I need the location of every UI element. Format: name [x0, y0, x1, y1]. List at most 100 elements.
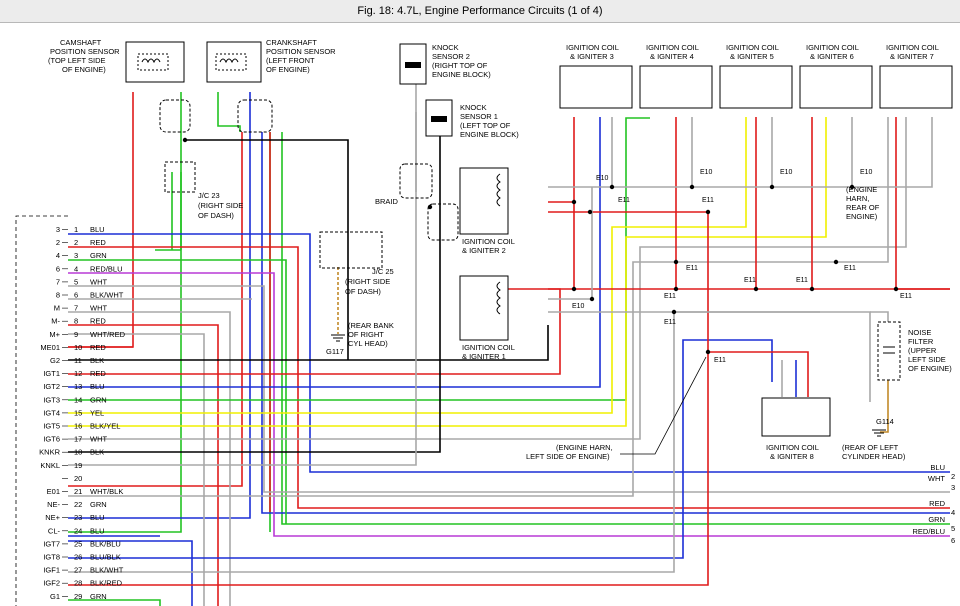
splice-dots — [182, 137, 899, 355]
engine-harn-left-1: (ENGINE HARN, — [556, 443, 613, 452]
ignition-coil-3 — [559, 65, 633, 109]
ecm-pin-name: M- — [51, 317, 60, 326]
right-exit-color: GRN — [928, 515, 945, 524]
engine-harn-right-1: (ENGINE — [846, 185, 877, 194]
ecm-wire-color: GRN — [90, 395, 107, 404]
splice-dot — [769, 184, 775, 190]
ecm-wire-color: WHT — [90, 304, 107, 313]
knock1-label-1: KNOCK — [460, 103, 487, 112]
wire-pin8-red — [68, 324, 219, 606]
right-exit-number: 5 — [951, 524, 955, 533]
ecm-pin-name: IGF2 — [43, 579, 60, 588]
coil3-label-1: IGNITION COIL — [566, 43, 619, 52]
knock-shield-a — [399, 163, 433, 199]
engine-harn-right-4: ENGINE) — [846, 212, 878, 221]
splice-dot — [809, 286, 815, 292]
splice-e11: E11 — [664, 319, 676, 326]
splice-dot — [609, 184, 615, 190]
camshaft-sensor-connector — [137, 53, 169, 71]
wire-pin1-blu — [68, 233, 950, 473]
splice-dot — [849, 184, 855, 190]
ecm-pin-number: 24 — [74, 526, 82, 535]
ecm-pin-name: CL- — [48, 526, 61, 535]
wire-noise-filter — [870, 311, 889, 322]
right-exit-color: WHT — [928, 474, 945, 483]
wire-pin2-red — [68, 246, 950, 509]
right-exit-color: RED/BLU — [912, 527, 945, 536]
coil5-label-2: & IGNITER 5 — [730, 52, 774, 61]
right-exit-number: 3 — [951, 483, 955, 492]
ecm-pin-name: IGT1 — [43, 369, 60, 378]
crankshaft-sensor-label-3: (LEFT FRONT — [266, 56, 315, 65]
g117-note-1: (REAR BANK — [348, 321, 394, 330]
ecm-pin-number: 6 — [74, 291, 78, 300]
splice-e10: E10 — [860, 169, 873, 176]
ecm-pin-name: NE+ — [45, 513, 60, 522]
noise-filter-label-1: NOISE — [908, 328, 931, 337]
ecm-pin-name: NE- — [47, 500, 60, 509]
jc23-label-2: (RIGHT SIDE — [198, 201, 243, 210]
splice-e11: E11 — [702, 197, 714, 204]
splice-dot — [893, 286, 899, 292]
wire-knkl-blk — [68, 112, 441, 453]
engine-harn-leader — [620, 356, 707, 455]
ecm-pin-number: 23 — [74, 513, 82, 522]
ecm-pin-name: IGT6 — [43, 435, 60, 444]
noise-filter-label-4: LEFT SIDE — [908, 355, 946, 364]
ecm-pin-number: 17 — [74, 435, 82, 444]
coil6-label-1: IGNITION COIL — [806, 43, 859, 52]
ecm-pin-number: 3 — [74, 251, 78, 260]
ecm-wire-color: BLU — [90, 382, 105, 391]
splice-dot — [705, 349, 711, 355]
ecm-wire-color: BLK — [90, 448, 104, 457]
ecm-pin-name: IGT3 — [43, 395, 60, 404]
knock-shield-b — [427, 203, 459, 241]
ecm-wire-color: RED — [90, 317, 106, 326]
splice-dot — [673, 259, 679, 265]
wire-crank-grn-main — [281, 132, 950, 525]
knock1-label-3: (LEFT TOP OF — [460, 121, 511, 130]
ecm-wire-color: BLK/WHT — [90, 291, 124, 300]
jc25-label-3: OF DASH) — [345, 287, 381, 296]
ecm-pin-name: 8 — [56, 291, 60, 300]
jc23-label-1: J/C 23 — [198, 191, 220, 200]
knock2-label-3: (RIGHT TOP OF — [432, 61, 488, 70]
right-exit-number: 6 — [951, 536, 955, 545]
wire-pin4-redblu — [68, 272, 950, 537]
ecm-wire-color: BLK/YEL — [90, 422, 120, 431]
noise-filter-label-3: (UPPER — [908, 346, 937, 355]
splice-dot — [671, 309, 677, 315]
wire-igt6-wht — [68, 117, 907, 440]
coil3-label-2: & IGNITER 3 — [570, 52, 614, 61]
g114-note-2: CYLINDER HEAD) — [842, 452, 906, 461]
ignition-coil-4 — [639, 65, 713, 109]
splice-e11: E11 — [844, 265, 856, 272]
splice-e11: E11 — [796, 277, 808, 284]
ecm-connector-outline — [15, 215, 68, 606]
ecm-pin-name: 7 — [56, 277, 60, 286]
ignition-coil-6 — [799, 65, 873, 109]
ecm-pin-number: 14 — [74, 395, 82, 404]
splice-e11: E11 — [900, 293, 912, 300]
ecm-pin-number: 10 — [74, 343, 82, 352]
ecm-wire-color: WHT/RED — [90, 330, 126, 339]
ecm-pin-number: 25 — [74, 539, 82, 548]
ground-g117-symbol — [331, 334, 345, 342]
ecm-pin-name: E01 — [47, 487, 60, 496]
wire-igt4-yel — [68, 117, 747, 414]
ecm-pin-number: 15 — [74, 408, 82, 417]
ignition-coil-1 — [459, 275, 509, 341]
ecm-pin-number: 9 — [74, 330, 78, 339]
ecm-wire-color: WHT — [90, 435, 107, 444]
ecm-pin-number: 11 — [74, 356, 82, 365]
crankshaft-sensor-connector — [215, 53, 247, 71]
noise-filter-capacitor — [883, 346, 895, 354]
ecm-wire-color: RED — [90, 343, 106, 352]
noise-filter-label-2: FILTER — [908, 337, 934, 346]
ecm-pin-number: 2 — [74, 238, 78, 247]
ecm-pin-number: 8 — [74, 317, 78, 326]
splice-dot — [587, 209, 593, 215]
ecm-pin-number: 20 — [74, 474, 82, 483]
g117-note-3: CYL HEAD) — [348, 339, 388, 348]
coil4-label-2: & IGNITER 4 — [650, 52, 694, 61]
